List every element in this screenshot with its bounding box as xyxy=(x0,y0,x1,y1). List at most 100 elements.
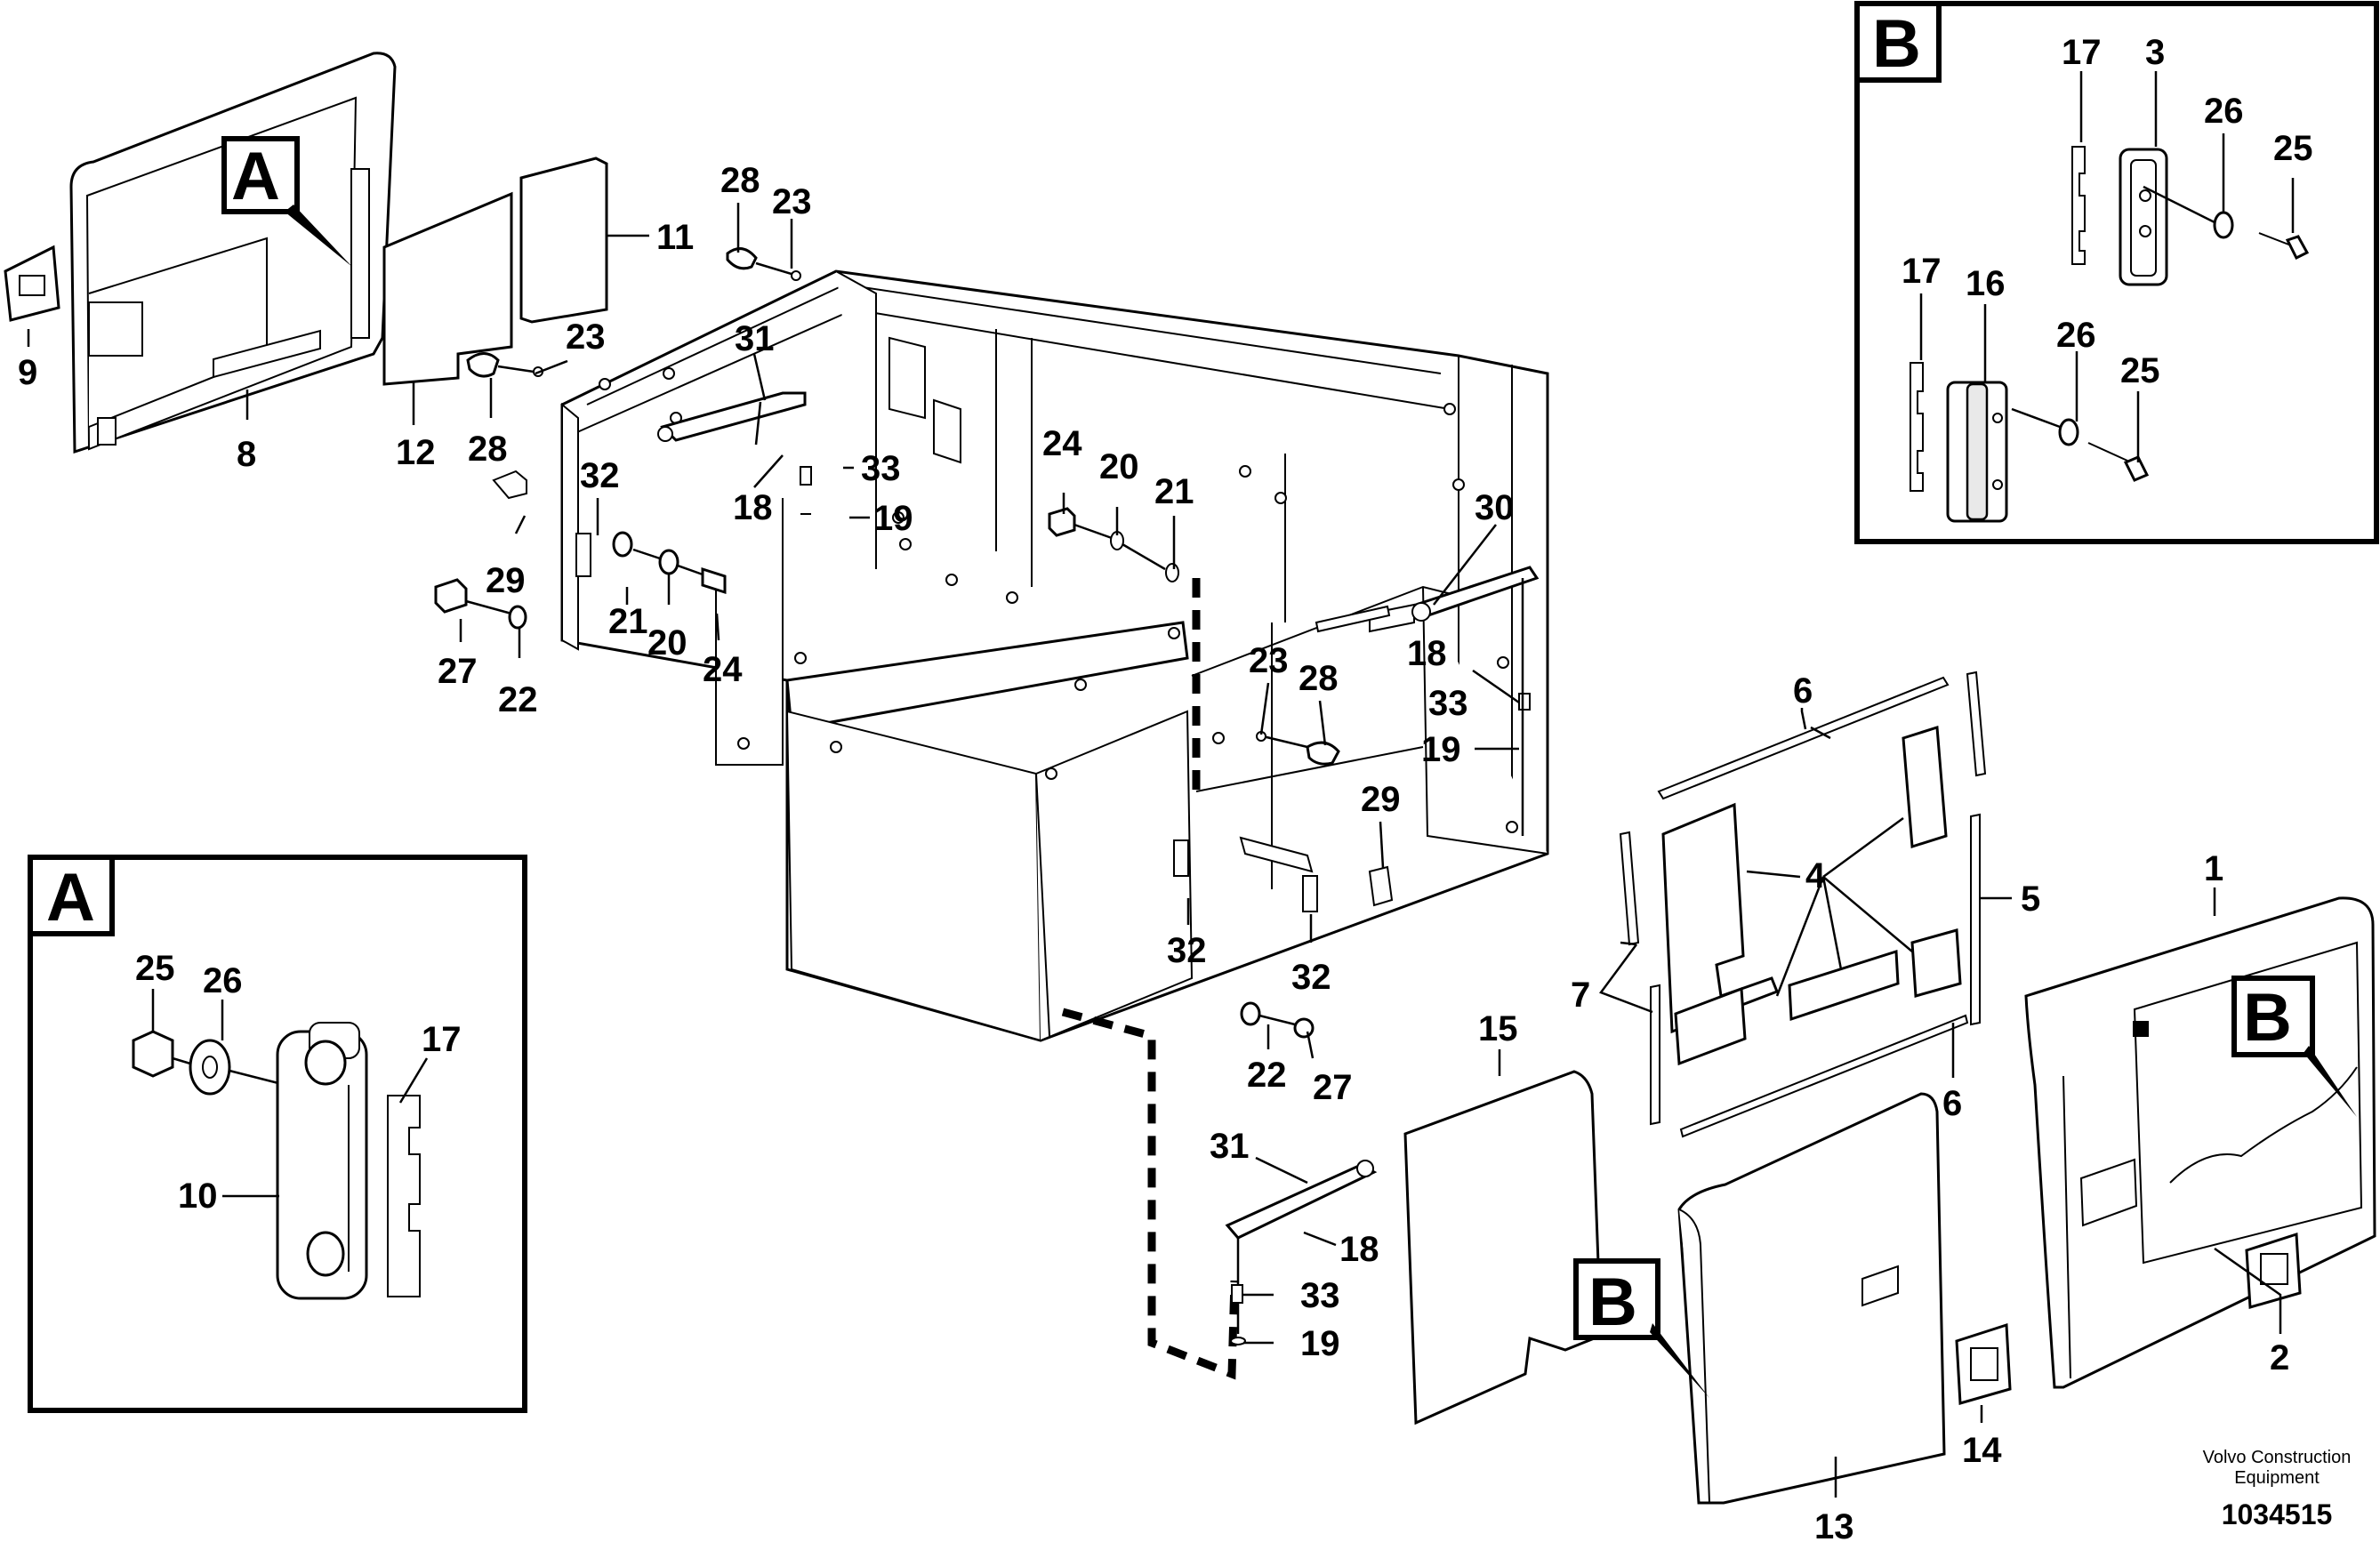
callout-12: 12 xyxy=(396,433,436,472)
detail-a-letter: A xyxy=(46,860,95,936)
nut-22-right xyxy=(1240,1001,1261,1026)
bolt-24-left xyxy=(701,566,727,595)
callout-22-right: 22 xyxy=(1247,1056,1287,1095)
pointer-a-letter: A xyxy=(231,139,280,214)
pad-4-right xyxy=(1910,928,1962,998)
left-door-assembly: A 9 8 11 12 xyxy=(4,52,694,474)
reference-number: 1034515 xyxy=(2222,1498,2333,1530)
stay-31-lower xyxy=(1225,1163,1378,1240)
callout-6-bottom: 6 xyxy=(1942,1084,1962,1123)
callout-28-top: 28 xyxy=(720,161,760,200)
hinge-10 xyxy=(276,1022,368,1300)
callout-13: 13 xyxy=(1814,1507,1854,1546)
callout-19-right: 19 xyxy=(1421,730,1461,769)
nut-22-left xyxy=(508,605,527,630)
washer-20-left xyxy=(658,549,679,575)
callout-33-top: 33 xyxy=(861,449,901,488)
callout-21-center: 21 xyxy=(1154,472,1194,511)
pad-4-bottom xyxy=(1674,986,1747,1066)
callout-22-left: 22 xyxy=(498,680,538,719)
seal-6-upper xyxy=(1657,676,1950,800)
company-line-1: Volvo Construction xyxy=(2203,1448,2352,1467)
callout-19-top: 19 xyxy=(873,499,913,538)
detail-view-b: B xyxy=(1854,1,2379,544)
pointer-b-arrow-left xyxy=(1650,1323,1709,1398)
callout-32-left: 32 xyxy=(580,456,620,495)
callout-27-right: 27 xyxy=(1313,1068,1353,1107)
callout-31-top: 31 xyxy=(735,319,775,358)
callout-31-bottom: 31 xyxy=(1210,1127,1250,1166)
callout-21-left: 21 xyxy=(608,602,648,641)
callout-18-right: 18 xyxy=(1407,634,1447,673)
right-panels: B B xyxy=(1403,671,2376,1505)
seal-7-upper xyxy=(1619,831,1640,946)
callout-15: 15 xyxy=(1478,1009,1518,1048)
pointer-a-tag xyxy=(221,136,300,214)
leader-lines xyxy=(459,203,2282,1498)
callout-b-17: 17 xyxy=(2062,33,2102,72)
callout-29-right: 29 xyxy=(1361,780,1401,819)
bracket-29-left xyxy=(492,470,527,500)
callout-numbers: 28 23 23 28 31 18 33 19 24 20 21 32 29 2… xyxy=(438,161,2289,1546)
callout-b-26b: 26 xyxy=(2056,316,2096,355)
stay-31-upper xyxy=(660,391,807,442)
callout-23-top: 23 xyxy=(772,182,812,221)
washer-21-left xyxy=(612,531,633,558)
panel-12 xyxy=(382,191,513,386)
callout-a-26: 26 xyxy=(203,961,243,1000)
hinge-3 xyxy=(2071,146,2310,286)
detail-b-frame xyxy=(1854,1,2379,544)
callout-8: 8 xyxy=(237,435,256,474)
clip-32-right-b xyxy=(1302,875,1318,912)
callout-33-bottom: 33 xyxy=(1300,1276,1340,1315)
callout-1: 1 xyxy=(2204,849,2223,888)
detail-view-a: A 25 26 17 10 xyxy=(28,855,527,1413)
callout-14: 14 xyxy=(1962,1431,2002,1470)
callout-20-center: 20 xyxy=(1099,447,1139,486)
callout-a-17: 17 xyxy=(422,1020,462,1059)
callout-9: 9 xyxy=(18,353,37,392)
pointer-a-arrow xyxy=(285,205,352,267)
callout-b-25b: 25 xyxy=(2120,351,2160,390)
callout-b-17b: 17 xyxy=(1902,252,1942,291)
callout-20-left: 20 xyxy=(647,623,687,663)
pointer-b-letter-right: B xyxy=(2243,980,2292,1056)
callout-19-bottom: 19 xyxy=(1300,1324,1340,1363)
wire-route-2 xyxy=(1061,1008,1239,1380)
pad-4-mid xyxy=(1788,949,1900,1022)
bracket-33-upper xyxy=(800,466,812,486)
bolt-25 xyxy=(132,1030,174,1078)
callout-28-right: 28 xyxy=(1299,659,1339,698)
company-line-2: Equipment xyxy=(2234,1468,2320,1488)
callout-23-left: 23 xyxy=(566,317,606,357)
pointer-b-tag-left xyxy=(1573,1258,1660,1340)
callout-29-left: 29 xyxy=(486,561,526,600)
pointer-b-tag-right xyxy=(2231,976,2315,1057)
callout-28-left: 28 xyxy=(468,430,508,469)
detail-b-letter: B xyxy=(1872,6,1921,82)
callout-32-right-a: 32 xyxy=(1167,931,1207,970)
hinge-16 xyxy=(1910,362,2150,523)
callout-b-26: 26 xyxy=(2204,92,2244,131)
callout-18-top: 18 xyxy=(733,488,773,527)
callout-a-25: 25 xyxy=(135,949,175,988)
pad-11 xyxy=(519,157,608,324)
callout-b-25: 25 xyxy=(2273,129,2313,168)
detail-b-tag xyxy=(1854,1,1942,83)
bracket-33-lower xyxy=(1231,1284,1243,1304)
callout-b-16: 16 xyxy=(1966,264,2006,303)
plate-17 xyxy=(387,1095,421,1297)
callout-32-right-b: 32 xyxy=(1291,958,1331,997)
pointer-b-letter-left: B xyxy=(1588,1265,1637,1340)
callout-24-center: 24 xyxy=(1042,424,1082,463)
pointer-b-arrow-right xyxy=(2304,1046,2357,1117)
callout-2: 2 xyxy=(2270,1338,2289,1377)
bolt-24-center xyxy=(1048,507,1076,537)
callout-5: 5 xyxy=(2021,879,2040,919)
callout-a-10: 10 xyxy=(178,1177,218,1216)
panel-15 xyxy=(1403,1070,1603,1426)
detail-a-tag xyxy=(28,855,115,936)
footer-credit: Volvo Construction Equipment 1034515 xyxy=(2203,1448,2352,1530)
bolt-27-left xyxy=(434,578,468,614)
buffer-28-right xyxy=(1306,741,1340,766)
